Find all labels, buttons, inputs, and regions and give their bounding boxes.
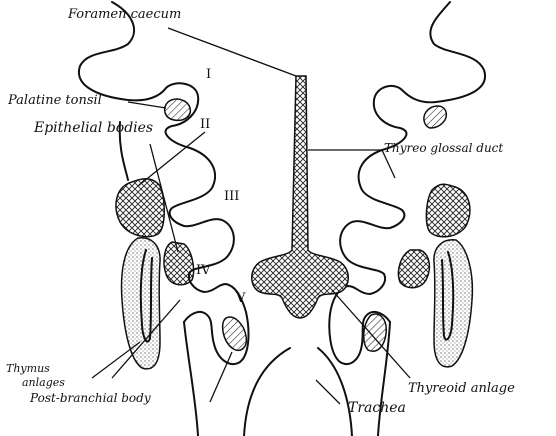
label-thyreoid-anlage: Thyreoid anlage — [408, 381, 515, 396]
right-palatine-tonsil — [424, 106, 446, 128]
right-post-branchial-body — [364, 314, 387, 351]
left-epithelial-body-3 — [116, 179, 164, 237]
label-thymus-line1: Thymus — [6, 362, 50, 375]
left-pharynx — [79, 2, 249, 369]
midline-structures — [184, 76, 390, 436]
leader-palatine-tonsil — [128, 102, 166, 108]
right-pharynx — [329, 2, 485, 367]
label-thyreo-glossal-duct: Thyreo glossal duct — [384, 141, 503, 155]
label-epithelial-bodies: Epithelial bodies — [33, 120, 153, 136]
pouch-numeral-1: I — [206, 67, 211, 82]
thyreo-glossal-duct — [252, 76, 349, 318]
right-epithelial-body-3 — [426, 184, 470, 237]
label-trachea: Trachea — [348, 400, 406, 416]
pouch-numeral-2: II — [200, 117, 210, 132]
pouch-numeral-3: III — [224, 189, 239, 204]
label-thymus-line2: anlages — [22, 376, 65, 389]
pouch-numeral-5: V — [235, 291, 246, 306]
pouch-numerals: I II III IV V — [196, 67, 246, 306]
left-post-branchial-body — [223, 317, 247, 350]
leader-post-branchial — [210, 352, 232, 402]
left-pharynx-wall — [79, 2, 249, 364]
pouch-numeral-4: IV — [196, 263, 211, 278]
leader-thyreoid-anlage — [332, 290, 410, 378]
label-palatine-tonsil: Palatine tonsil — [7, 93, 102, 108]
leader-trachea — [316, 380, 340, 404]
left-outer-boundary — [184, 322, 198, 436]
leader-thyreo-glossal-duct — [308, 150, 395, 178]
leader-foramen-caecum — [168, 28, 296, 76]
label-post-branchial-body: Post-branchial body — [29, 391, 151, 405]
label-foramen-caecum: Foramen caecum — [67, 7, 181, 22]
left-palatine-tonsil — [165, 99, 191, 120]
trachea-right-wall — [318, 348, 352, 436]
right-epithelial-body-4 — [398, 250, 429, 288]
trachea-left-wall — [244, 348, 290, 436]
